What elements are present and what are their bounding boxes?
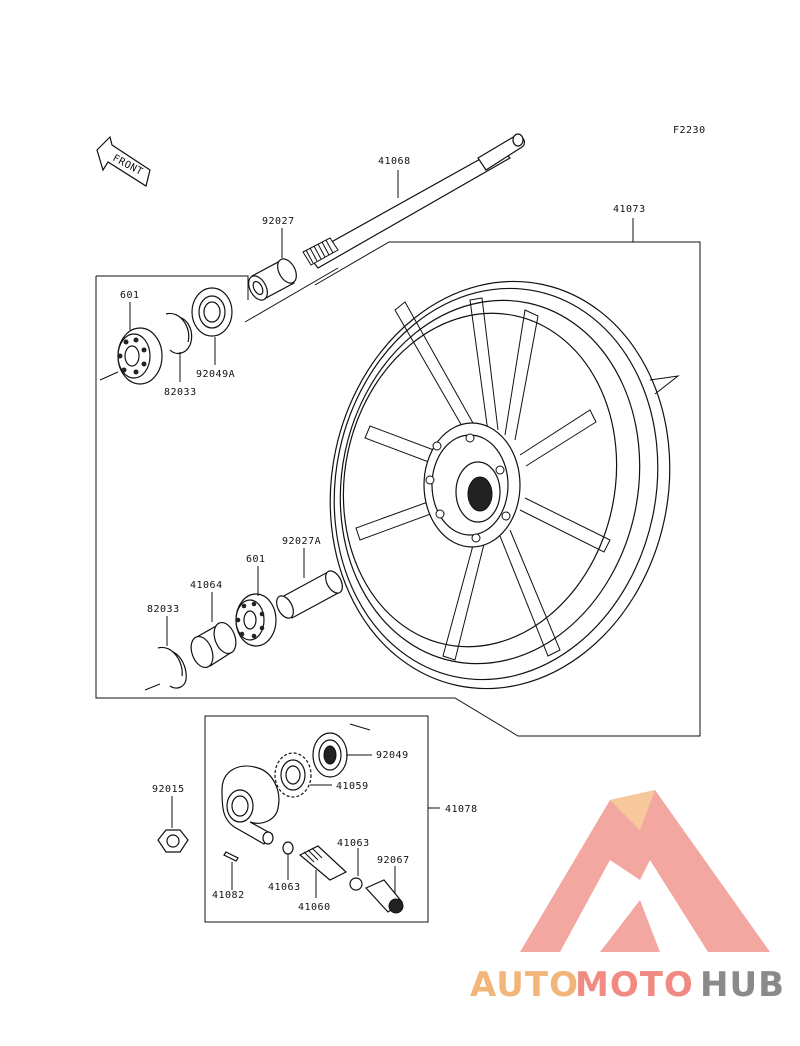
nut-92015	[157, 829, 189, 853]
washer-41063-right	[349, 877, 363, 891]
front-arrow-icon: FRONT	[96, 135, 151, 187]
wheel-41073	[329, 280, 671, 690]
pin-41082	[223, 851, 239, 862]
callout-bearing-right: 601	[246, 554, 266, 565]
callout-seal-left: 92049A	[196, 369, 235, 380]
seal-92049A	[191, 287, 233, 337]
callout-bearing-left: 601	[120, 290, 140, 301]
circlip-82033-right	[157, 646, 187, 689]
bearing-601-right	[235, 593, 277, 647]
bearing-601-left	[117, 327, 163, 385]
callout-nut: 92015	[152, 784, 185, 795]
brand-part3: HUB	[700, 965, 785, 1005]
axle-41068	[302, 133, 526, 269]
brand-wordmark: AUTO MOTO HUB	[470, 965, 785, 1005]
callout-collar-top: 92027	[262, 216, 295, 227]
brand-logo-watermark	[520, 790, 770, 952]
brand-part2: MOTO	[575, 965, 694, 1005]
callout-washer-small: 41063	[268, 882, 301, 893]
gear-housing	[221, 765, 280, 845]
callout-circlip-left: 82033	[164, 387, 197, 398]
collar-92027A	[276, 570, 343, 619]
figure-code: F2230	[673, 125, 706, 136]
callout-axle: 41068	[378, 156, 411, 167]
callout-bushing: 92067	[377, 855, 410, 866]
group-bracket	[95, 241, 701, 737]
circlip-82033-left	[165, 312, 193, 355]
callout-seal-gear: 92049	[376, 750, 409, 761]
meter-gear-group-box	[204, 715, 429, 923]
bushing-92067	[364, 879, 404, 914]
callout-circlip-right: 82033	[147, 604, 180, 615]
coupling-41064	[190, 621, 237, 669]
pinion-41060	[298, 845, 348, 881]
gear-41059	[274, 752, 312, 798]
callout-meter-gear-assy: 41078	[445, 804, 478, 815]
washer-41063-small	[282, 841, 294, 855]
callout-pin: 41082	[212, 890, 245, 901]
callout-wheel-assy: 41073	[613, 204, 646, 215]
callout-gear: 41059	[336, 781, 369, 792]
callout-washer-right: 41063	[337, 838, 370, 849]
collar-92027	[248, 258, 297, 301]
seal-92049	[312, 732, 348, 778]
callout-coupling: 41064	[190, 580, 223, 591]
callout-pinion: 41060	[298, 902, 331, 913]
brand-part1: AUTO	[470, 965, 579, 1005]
callout-collar-mid: 92027A	[282, 536, 321, 547]
